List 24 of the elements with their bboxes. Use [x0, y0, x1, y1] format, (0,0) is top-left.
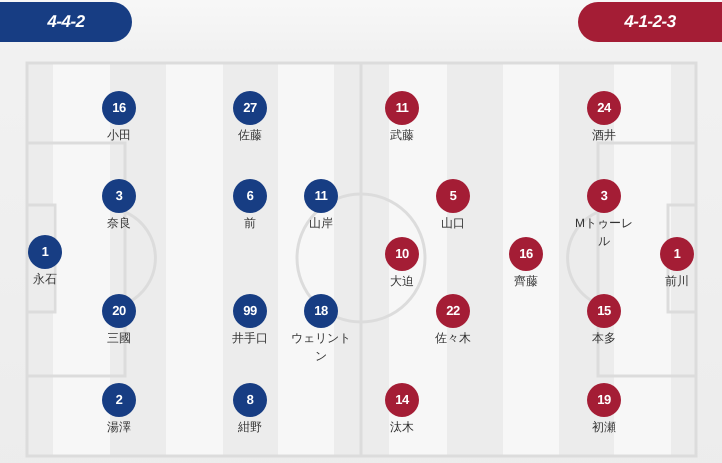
player-name: 山口: [441, 215, 465, 232]
player-name: 初瀬: [592, 419, 616, 436]
player-name: 山岸: [309, 215, 333, 232]
player-name: ウェリントン: [290, 330, 352, 365]
player-name: 齊藤: [514, 273, 538, 290]
player-name: 前川: [665, 273, 689, 290]
player-name: 汰木: [390, 419, 414, 436]
player-name: 永石: [33, 271, 57, 288]
player-name: 三國: [107, 330, 131, 347]
player-name: 武藤: [390, 127, 414, 144]
player-name: Mトゥーレル: [574, 215, 634, 250]
player-name: 大迫: [390, 273, 414, 290]
player-name: 前: [244, 215, 256, 232]
player-name: 紺野: [238, 419, 262, 436]
player-name: 本多: [592, 330, 616, 347]
player-name: 佐藤: [238, 127, 262, 144]
player-name: 佐々木: [435, 330, 471, 347]
player-name: 井手口: [232, 330, 268, 347]
player-name: 奈良: [107, 215, 131, 232]
player-name: 酒井: [592, 127, 616, 144]
formation-banner: 4-4-2: [0, 2, 132, 42]
player-name: 湯澤: [107, 419, 131, 436]
formation-banner: 4-1-2-3: [578, 2, 722, 42]
player-name: 小田: [107, 127, 131, 144]
